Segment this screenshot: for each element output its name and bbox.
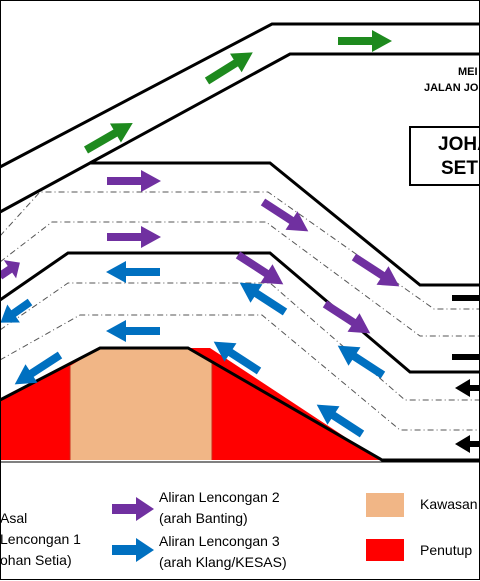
blue-arrow bbox=[337, 345, 386, 379]
legend-area-label: Kawasan bbox=[420, 496, 478, 512]
legend-purple-line1: Aliran Lencongan 2 bbox=[159, 489, 280, 505]
legend-blue-arrow bbox=[112, 538, 154, 562]
purple-arrow bbox=[322, 300, 371, 334]
lane-line-4 bbox=[0, 314, 480, 431]
blue-arrow bbox=[239, 282, 288, 316]
direction-note-line1: MEI bbox=[458, 66, 478, 78]
legend-area-swatch bbox=[366, 493, 404, 517]
legend-purple-line2: (arah Banting) bbox=[159, 510, 248, 526]
lane-line-3 bbox=[0, 282, 480, 401]
purple-arrow bbox=[235, 251, 284, 285]
road-edge-ramp bbox=[0, 161, 480, 287]
sign-box-line2: SETIA bbox=[441, 158, 480, 179]
blue-arrow bbox=[14, 351, 63, 385]
sign-box-line1: JOHA bbox=[438, 134, 480, 155]
blue-arrow bbox=[0, 298, 33, 323]
green-arrow bbox=[204, 52, 253, 85]
legend-left-line1: Asal bbox=[0, 510, 28, 526]
purple-arrow bbox=[260, 198, 309, 232]
green-arrow bbox=[338, 30, 392, 52]
blue-arrow bbox=[106, 261, 160, 283]
lane-marker-bar bbox=[452, 354, 480, 360]
purple-arrow bbox=[107, 226, 161, 248]
blue-arrow bbox=[106, 320, 160, 342]
direction-note-line2: JALAN JO bbox=[424, 82, 479, 94]
road-edge-ramp-inner bbox=[89, 52, 480, 165]
lane-line-2 bbox=[0, 221, 480, 337]
purple-arrow bbox=[107, 170, 161, 192]
road-edge-lower bbox=[0, 346, 480, 462]
legend-closure-swatch bbox=[366, 539, 404, 561]
lane-line-1 bbox=[0, 191, 480, 310]
black-arrow-left bbox=[455, 379, 480, 397]
blue-arrow bbox=[316, 404, 365, 438]
purple-arrow bbox=[351, 253, 400, 287]
legend-left-line3: ohan Setia) bbox=[0, 552, 72, 568]
legend-closure-label: Penutup bbox=[420, 542, 473, 558]
legend-blue-line2: (arah Klang/KESAS) bbox=[159, 554, 287, 570]
legend-left-line2: Lencongan 1 bbox=[0, 531, 81, 547]
sign-box bbox=[409, 126, 480, 186]
legend-purple-arrow bbox=[112, 497, 154, 521]
lane-marker-bar bbox=[452, 295, 480, 301]
road-edge-top bbox=[0, 22, 480, 169]
purple-arrow bbox=[0, 260, 20, 280]
blue-arrow bbox=[213, 341, 262, 375]
road-edge-middle bbox=[0, 251, 480, 374]
legend-blue-line1: Aliran Lencongan 3 bbox=[159, 533, 280, 549]
black-arrow-left bbox=[455, 435, 480, 453]
work-area bbox=[70, 348, 212, 460]
green-arrow bbox=[84, 123, 133, 154]
